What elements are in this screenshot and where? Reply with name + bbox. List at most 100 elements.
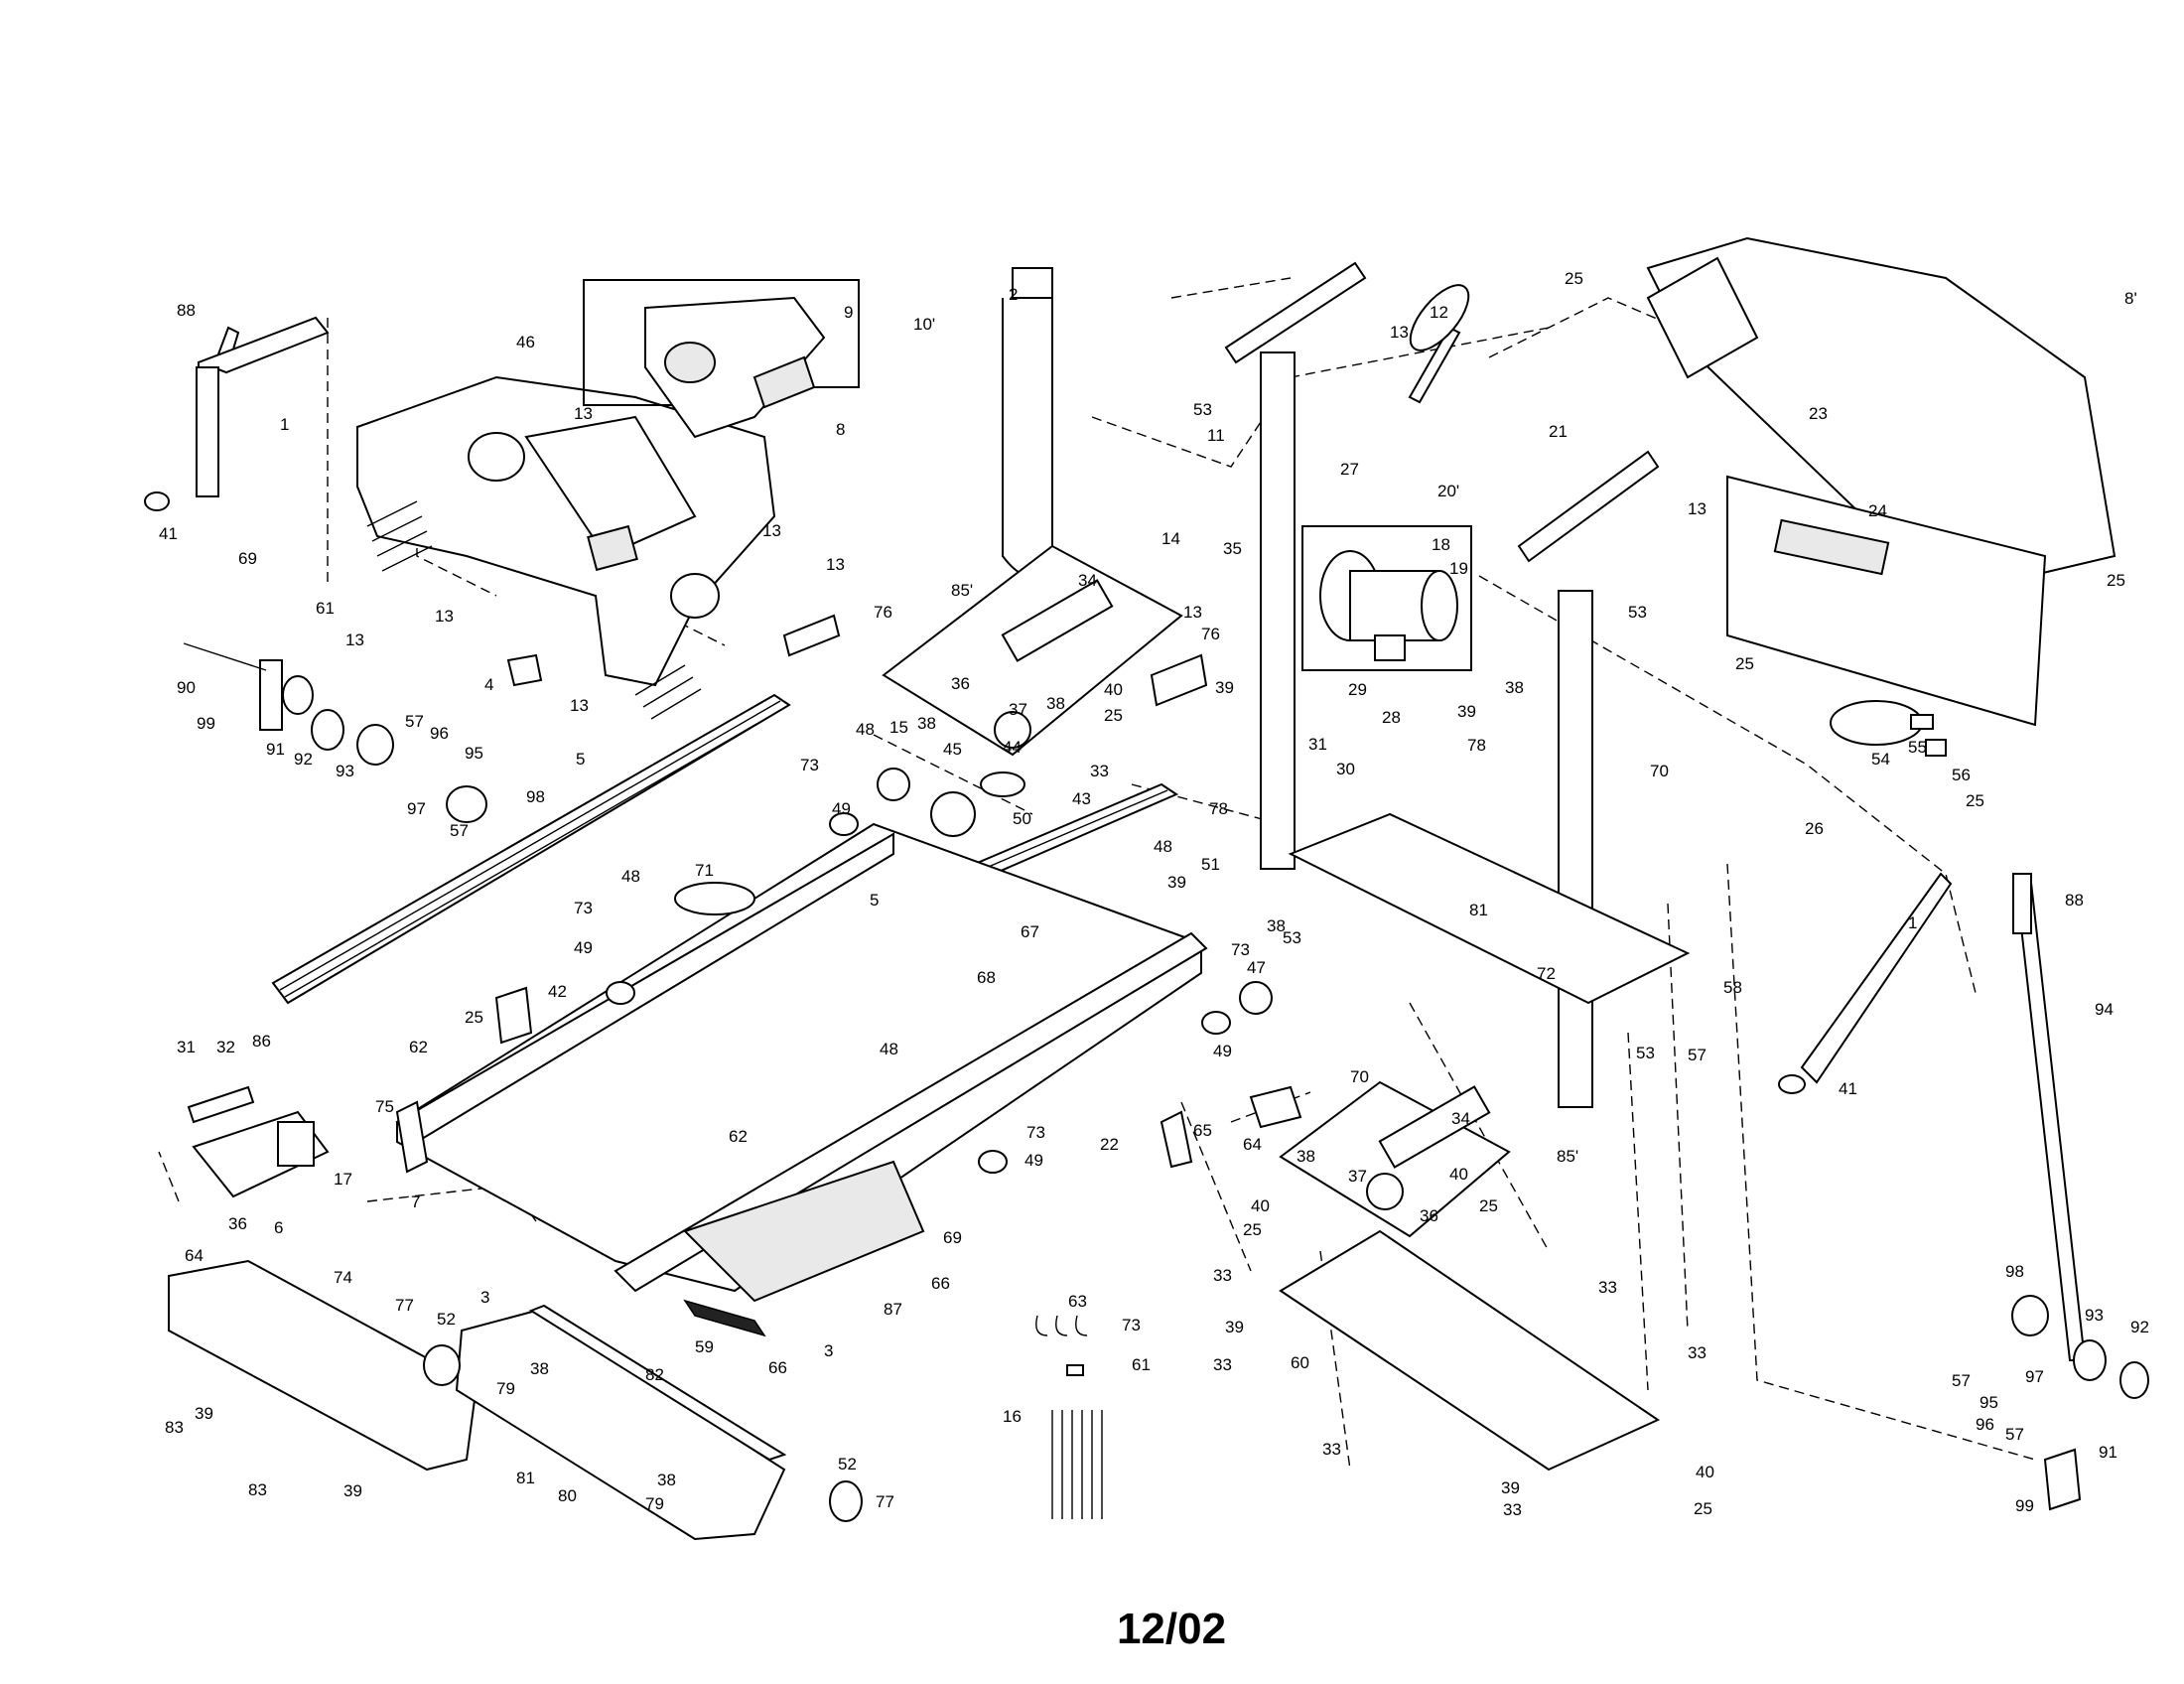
callout-c53c: 53 bbox=[1628, 603, 1647, 622]
callout-c96a: 96 bbox=[430, 724, 449, 743]
diagram-page-code: 12/02 bbox=[1117, 1605, 1226, 1653]
controller-block bbox=[277, 1121, 315, 1167]
callout-c8: 8 bbox=[836, 420, 845, 439]
callout-c13d: 13 bbox=[345, 631, 364, 649]
bracket-42 bbox=[494, 986, 533, 1045]
callout-c57c: 57 bbox=[1688, 1046, 1706, 1064]
rear-roller-75 bbox=[395, 1100, 429, 1174]
callout-c33f: 33 bbox=[1322, 1440, 1341, 1459]
callout-c25h: 25 bbox=[1243, 1220, 1262, 1239]
callout-c25f: 25 bbox=[1966, 791, 1984, 810]
callout-c95a: 95 bbox=[465, 744, 483, 763]
callout-c40d: 40 bbox=[1696, 1463, 1714, 1481]
callout-c83b: 83 bbox=[248, 1480, 267, 1499]
callout-c58: 58 bbox=[1723, 978, 1742, 997]
callout-c48c: 48 bbox=[880, 1040, 898, 1058]
callout-c28: 28 bbox=[1382, 708, 1401, 727]
crossbar-left-handrail bbox=[1224, 261, 1367, 364]
wheel-52-right bbox=[829, 1480, 863, 1522]
wire-harness-71 bbox=[674, 882, 755, 915]
callout-c57b: 57 bbox=[450, 821, 469, 840]
callout-c81b: 81 bbox=[516, 1469, 535, 1487]
motor-hood-assembly bbox=[1646, 236, 2116, 757]
callout-c88b: 88 bbox=[2065, 891, 2084, 910]
callout-c39g: 39 bbox=[1501, 1478, 1520, 1497]
callout-c26: 26 bbox=[1805, 819, 1824, 838]
bracket-32 bbox=[187, 1085, 255, 1124]
callout-c75: 75 bbox=[375, 1097, 394, 1116]
callout-c5b: 5 bbox=[870, 891, 879, 910]
callout-c17: 17 bbox=[334, 1170, 352, 1189]
callout-c31a: 31 bbox=[1308, 735, 1327, 754]
motor-endcap bbox=[1421, 570, 1458, 641]
isolator-49-a bbox=[829, 812, 859, 836]
callout-c97a: 97 bbox=[407, 799, 426, 818]
motor-hood-23 bbox=[1646, 236, 2116, 598]
lower-right-plates bbox=[1249, 1080, 1661, 1472]
callout-c40a: 40 bbox=[1104, 680, 1123, 699]
hood-bracket-slot bbox=[1773, 518, 1890, 576]
callout-c49c: 49 bbox=[1213, 1042, 1232, 1060]
callout-c87: 87 bbox=[884, 1300, 902, 1319]
callout-c6: 6 bbox=[274, 1218, 283, 1237]
crossbar-right-handrail bbox=[1517, 450, 1660, 563]
callout-c95b: 95 bbox=[1979, 1393, 1998, 1412]
callout-c45: 45 bbox=[943, 740, 962, 759]
deck-and-frame bbox=[271, 693, 1208, 1337]
callout-c35: 35 bbox=[1223, 539, 1242, 558]
end-cap-41 bbox=[144, 491, 170, 511]
center-parts bbox=[494, 267, 1273, 1174]
callout-c51: 51 bbox=[1201, 855, 1220, 874]
callout-c41a: 41 bbox=[159, 524, 178, 543]
isolator-49-b bbox=[606, 981, 635, 1005]
callout-c76b: 76 bbox=[1201, 625, 1220, 643]
callout-c39f: 39 bbox=[1225, 1318, 1244, 1336]
console-display-window bbox=[524, 415, 697, 558]
walking-deck-68 bbox=[396, 822, 1202, 1293]
isolator-49-d bbox=[978, 1150, 1008, 1174]
callout-c37a: 37 bbox=[1009, 700, 1027, 719]
callout-c78b: 78 bbox=[1467, 736, 1486, 755]
callout-c33c: 33 bbox=[1598, 1278, 1617, 1297]
rear-foot-59 bbox=[683, 1299, 766, 1337]
frame-rail bbox=[614, 931, 1208, 1293]
console-water-cup-left bbox=[468, 432, 525, 482]
callout-c40c: 40 bbox=[1251, 1196, 1270, 1215]
end-cap-41-right bbox=[1778, 1074, 1806, 1094]
idler-15 bbox=[877, 768, 910, 801]
callout-c74: 74 bbox=[334, 1268, 352, 1287]
callout-c14: 14 bbox=[1161, 529, 1180, 548]
callout-c39a: 39 bbox=[1215, 678, 1234, 697]
callout-c79b: 79 bbox=[645, 1494, 664, 1513]
callout-c57a: 57 bbox=[405, 712, 424, 731]
callout-c25g: 25 bbox=[1479, 1196, 1498, 1215]
callout-c55: 55 bbox=[1908, 738, 1927, 757]
callout-c11: 11 bbox=[1207, 426, 1225, 445]
callout-c22: 22 bbox=[1100, 1135, 1119, 1154]
callout-c25a: 25 bbox=[1104, 706, 1123, 725]
callout-c34b: 34 bbox=[1451, 1109, 1470, 1128]
callout-c53b: 53 bbox=[1193, 400, 1212, 419]
callout-c21: 21 bbox=[1549, 422, 1568, 441]
callout-c43: 43 bbox=[1072, 789, 1091, 808]
callout-c97b: 97 bbox=[2025, 1367, 2044, 1386]
lower-left-parts bbox=[168, 1259, 863, 1541]
callout-c13c: 13 bbox=[435, 607, 454, 626]
left-upright-assembly bbox=[144, 316, 330, 511]
callout-c48d: 48 bbox=[1154, 837, 1172, 856]
handrail-tube-1-right bbox=[1800, 872, 1953, 1084]
callout-c67: 67 bbox=[1021, 922, 1039, 941]
callout-c81a: 81 bbox=[1469, 901, 1488, 919]
console-inset-housing bbox=[644, 296, 826, 439]
callout-c13b: 13 bbox=[762, 521, 781, 540]
lift-bracket-64 bbox=[1249, 1085, 1302, 1129]
console-inset-cup bbox=[664, 342, 716, 383]
callout-c91a: 91 bbox=[266, 740, 285, 759]
callout-c36b: 36 bbox=[228, 1214, 247, 1233]
callout-c30: 30 bbox=[1336, 760, 1355, 778]
callout-c42: 42 bbox=[548, 982, 567, 1001]
callout-c93a: 93 bbox=[336, 762, 354, 780]
callout-c32: 32 bbox=[216, 1038, 235, 1056]
right-upright-assembly bbox=[1778, 872, 2149, 1511]
